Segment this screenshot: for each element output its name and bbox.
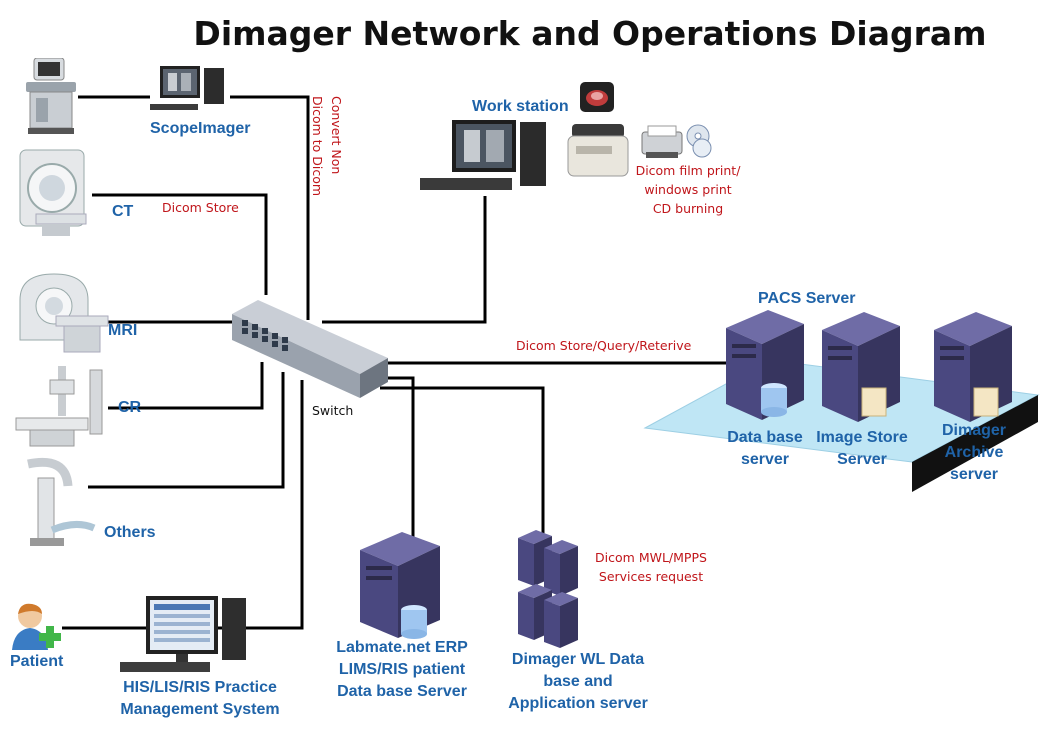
his-computer-icon [120, 596, 246, 672]
page-title: Dimager Network and Operations Diagram [193, 14, 987, 53]
wl-server-label-line2: base and [543, 673, 613, 690]
print-annotation-line1: Dicom film print/ [635, 163, 741, 178]
ultrasound-icon [26, 58, 76, 134]
print-annotation: Dicom film print/ windows print CD burni… [628, 161, 748, 218]
network-switch-icon [232, 300, 388, 398]
convert-annotation: Convert Non Dicom to Dicom [308, 96, 346, 196]
wire-others-switch [88, 372, 285, 489]
mwl-annotation: Dicom MWL/MPPS Services request [584, 548, 718, 586]
archive-server-icon [934, 312, 1012, 422]
ct-scanner-icon [19, 149, 87, 236]
convert-annotation-line2: Dicom to Dicom [310, 96, 325, 197]
labmate-server-icon [360, 532, 440, 639]
wire-labmate-switch [372, 376, 415, 540]
his-label: HIS/LIS/RIS Practice Management System [110, 677, 290, 721]
c-arm-icon [27, 457, 96, 546]
scopeimager-computer-icon [150, 66, 224, 110]
cr-system-icon [15, 366, 103, 447]
wl-server-label: Dimager WL Data base and Application ser… [494, 649, 662, 715]
labmate-server-label: Labmate.net ERP LIMS/RIS patient Data ba… [322, 637, 482, 703]
wire-wl-switch [380, 386, 545, 535]
mri-label: MRI [108, 322, 138, 339]
dicom-store-annotation: Dicom Store [162, 200, 239, 215]
ct-label: CT [112, 203, 134, 220]
print-annotation-line2: windows print [644, 182, 732, 197]
image-store-server-label: Image Store Server [808, 427, 916, 471]
film-printer-icon [567, 124, 629, 177]
labmate-server-label-line1: Labmate.net ERP [336, 639, 468, 656]
patient-label: Patient [10, 653, 64, 670]
pacs-server-label: PACS Server [758, 290, 856, 307]
workstation-computer-icon [420, 120, 546, 190]
image-store-server-icon [822, 312, 900, 422]
viewer-app-icon [580, 82, 614, 112]
archive-server-label-line1: Dimager [941, 422, 1007, 439]
database-server-label: Data base server [716, 427, 814, 471]
workstation-label: Work station [472, 98, 569, 115]
his-label-line1: HIS/LIS/RIS Practice [123, 679, 277, 696]
query-annotation: Dicom Store/Query/Reterive [516, 338, 692, 353]
switch-label: Switch [312, 403, 354, 418]
wl-server-label-line1: Dimager WL Data [511, 651, 645, 668]
archive-server-label-line3: server [949, 466, 999, 483]
image-store-server-label-line2: Server [837, 451, 887, 468]
wire-scopeimager-switch [78, 95, 310, 320]
database-server-label-line1: Data base [727, 429, 803, 446]
archive-server-label: Dimager Archive server [928, 420, 1020, 486]
wl-server-cluster-icon [518, 530, 578, 648]
archive-server-label-line2: Archive [944, 444, 1004, 461]
wire-ct-switch [92, 193, 268, 295]
mri-scanner-icon [19, 273, 109, 353]
wire-his-switch [118, 380, 304, 630]
database-server-icon [726, 310, 804, 420]
patient-icon [12, 603, 61, 650]
his-label-line2: Management System [120, 701, 280, 718]
labmate-server-label-line3: Data base Server [337, 683, 467, 700]
print-annotation-line3: CD burning [652, 201, 724, 216]
wire-workstation-switch [322, 196, 487, 324]
cr-label: CR [118, 399, 142, 416]
scopeimager-label: ScopeImager [150, 120, 251, 137]
image-store-server-label-line1: Image Store [816, 429, 908, 446]
mwl-annotation-line1: Dicom MWL/MPPS [595, 550, 707, 565]
printer-cd-icon [641, 124, 712, 158]
labmate-server-label-line2: LIMS/RIS patient [338, 661, 466, 678]
wl-server-label-line3: Application server [508, 695, 648, 712]
mwl-annotation-line2: Services request [598, 569, 704, 584]
others-label: Others [104, 524, 156, 541]
database-server-label-line2: server [740, 451, 790, 468]
wire-cr-switch [108, 362, 264, 410]
convert-annotation-line1: Convert Non [329, 96, 344, 175]
